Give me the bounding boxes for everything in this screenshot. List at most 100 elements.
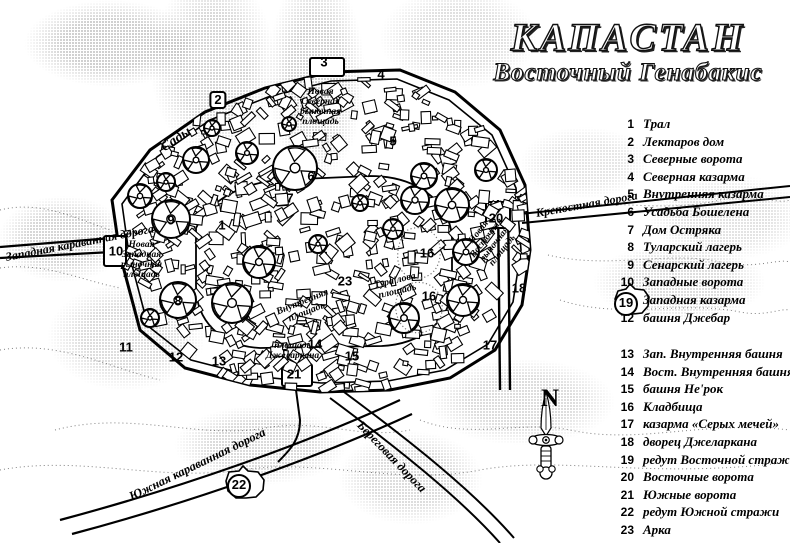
building-block <box>479 218 498 232</box>
label-new-north-market: Новая Северная рыночная площадь <box>300 87 342 127</box>
map-marker-5[interactable]: 5 <box>389 133 397 149</box>
building-block <box>456 324 471 337</box>
map-marker-11[interactable]: 11 <box>119 339 133 355</box>
building-block <box>231 349 247 360</box>
building-block <box>315 108 335 125</box>
plaza-sector <box>164 201 181 215</box>
plaza-sector <box>135 184 147 194</box>
map-marker-12[interactable]: 12 <box>168 349 184 365</box>
map-marker-16[interactable]: 16 <box>421 288 437 304</box>
map-marker-8[interactable]: 8 <box>174 293 182 309</box>
plaza-sector <box>157 181 165 190</box>
building-block <box>207 152 221 165</box>
map-marker-4[interactable]: 4 <box>377 66 385 82</box>
building-block <box>317 378 338 392</box>
building-block <box>416 368 430 376</box>
map-marker-9[interactable]: 9 <box>167 212 175 228</box>
building-block <box>350 110 358 120</box>
building-block <box>265 96 277 108</box>
building-block <box>353 377 372 389</box>
building-block <box>287 325 296 336</box>
map-marker-7[interactable]: 7 <box>286 190 294 206</box>
map-marker-15[interactable]: 15 <box>344 348 360 364</box>
plaza-center <box>390 226 396 232</box>
building-block <box>407 122 416 133</box>
building-block <box>469 225 486 241</box>
plaza-center <box>166 214 176 224</box>
map-marker-2[interactable]: 2 <box>209 91 227 109</box>
building-block <box>219 198 239 215</box>
plaza-sector <box>243 261 257 275</box>
building-block <box>180 264 186 275</box>
building-block <box>295 356 313 373</box>
map-marker-19[interactable]: 19 <box>614 292 638 316</box>
map-marker-16[interactable]: 16 <box>419 245 435 261</box>
map-marker-23[interactable]: 23 <box>337 273 353 289</box>
legend-label: Трал <box>643 116 671 131</box>
building-block <box>446 117 454 127</box>
map-marker-21[interactable]: 21 <box>286 366 302 382</box>
building-block <box>399 109 410 121</box>
building-block <box>220 321 234 335</box>
legend-label: Западная казарма <box>643 291 746 307</box>
building-block <box>424 138 441 146</box>
map-marker-14[interactable]: 14 <box>307 336 323 352</box>
legend-label: башня Не'рок <box>643 381 724 397</box>
building-block <box>431 302 443 315</box>
cemetery-areas <box>395 227 443 334</box>
building-block <box>222 265 234 277</box>
map-marker-17[interactable]: 17 <box>482 337 498 353</box>
map-marker-10[interactable]: 10 <box>108 243 124 259</box>
plaza-sector <box>142 196 152 207</box>
legend-number: 19 <box>620 452 634 467</box>
legend-number: 4 <box>627 169 634 184</box>
building-block <box>328 366 345 383</box>
map-marker-1[interactable]: 1 <box>218 217 226 233</box>
building-block <box>274 192 289 207</box>
building-block <box>364 335 383 347</box>
plaza-sector <box>447 299 461 313</box>
plaza-sector <box>453 251 464 263</box>
building-block <box>234 171 253 186</box>
map-marker-13[interactable]: 13 <box>211 353 227 369</box>
map-marker-22[interactable]: 22 <box>227 474 251 498</box>
building-block <box>272 355 290 373</box>
building-block <box>258 132 276 145</box>
legend-number: 7 <box>627 222 634 237</box>
map-marker-6[interactable]: 6 <box>307 168 315 184</box>
building-block <box>301 138 320 149</box>
plaza-center <box>192 156 200 164</box>
building-block <box>260 192 279 209</box>
plaza-sector <box>287 147 306 163</box>
building-block <box>374 321 393 337</box>
building-block <box>345 300 361 315</box>
legend-number: 6 <box>627 204 634 219</box>
map-marker-18[interactable]: 18 <box>511 280 527 296</box>
building-block <box>241 97 254 111</box>
map-marker-20[interactable]: 20 <box>488 210 504 226</box>
map-marker-3[interactable]: 3 <box>320 54 328 70</box>
